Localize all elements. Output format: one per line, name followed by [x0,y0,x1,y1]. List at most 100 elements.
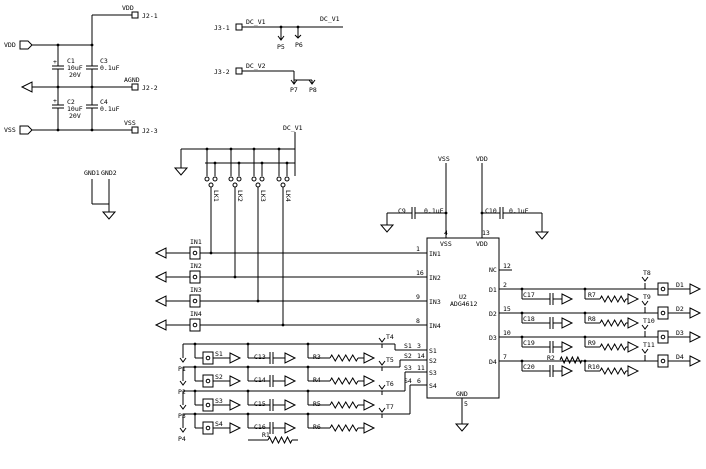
j2-2-pin [131,83,139,91]
u2-label: U2 [459,293,467,301]
drain-connector [657,354,669,368]
ic-pin-num: 1 [416,245,420,253]
ic-gnd-pin-name: GND [456,390,468,398]
ic-pin-num: 2 [503,281,507,289]
drain-arrow [689,331,702,343]
ic-vss-pin-num: 4 [444,229,448,237]
src-connector-pin [205,355,211,361]
ic-vss-pin-name: VSS [440,240,452,248]
tp-symbol [378,384,386,390]
ic-pin-name: IN3 [429,298,441,306]
res-gnd-arrow [627,365,640,377]
ic-pin-name: D4 [489,358,497,366]
drain-connector [657,282,669,296]
tp-label: T10 [643,317,655,325]
drain-connector [657,330,669,344]
res-label: R10 [588,363,600,371]
c1-polarity: + [53,58,57,66]
tp-symbol [378,360,386,366]
in-label: IN3 [190,286,202,294]
drain-arrow [689,307,702,319]
ic-pin-num: 10 [503,329,511,337]
drain-connector-pin [660,358,666,364]
ic-gnd-pin-num: 5 [464,400,468,408]
u2-body [426,237,500,399]
in-connector [189,294,201,308]
ic-pin-name: S4 [429,382,437,390]
c9-label: C9 [398,207,406,215]
src-bus-label: S3 [404,364,412,372]
r1-symbol [267,435,293,445]
p5-label: P5 [277,43,285,51]
link-pin [212,176,218,182]
drain-connector-pin [660,310,666,316]
link-pin [284,176,290,182]
c10-gnd-symbol [534,231,550,240]
cap-gnd-arrow [561,365,574,377]
cap-gnd-arrow [561,293,574,305]
src-label: S4 [215,420,223,428]
tp-label: T8 [643,269,651,277]
res-label: R9 [588,339,596,347]
src-connector [202,421,214,435]
src-arrow [229,375,242,387]
res-gnd-arrow [627,341,640,353]
cap-label: C14 [254,376,266,384]
p8-probe [308,79,316,85]
r1-label: R1 [262,431,270,439]
link-label: LK2 [236,190,244,202]
ic-pin-num: 15 [503,305,511,313]
src-connector-pin [205,425,211,431]
res-gnd-arrow [363,399,376,411]
src-arrow [229,352,242,364]
gnd-symbol [101,211,117,220]
vss-port [19,125,33,135]
src-bus-label: S1 [404,342,412,350]
vss-port-label: VSS [4,126,16,134]
ic-pin-name: IN4 [429,322,441,330]
tp-symbol [641,276,649,282]
j2-1-net-label: VDD [122,4,134,12]
ic-pin-name: D3 [489,334,497,342]
in-label: IN2 [190,262,202,270]
j2-1-label: J2-1 [142,12,158,20]
tp-label: T7 [386,403,394,411]
src-arrow [229,399,242,411]
tp-symbol [378,337,386,343]
res-label: R4 [313,376,321,384]
link-label: LK1 [212,190,220,202]
res-label: R3 [313,353,321,361]
ic-pin-num: 6 [417,377,421,385]
ic-vdd-pin-name: VDD [476,240,488,248]
drain-connector [657,306,669,320]
link-pin [232,182,238,188]
in-arrow [154,319,167,331]
ic-pin-num: 11 [417,364,425,372]
u2-part-label: ADG4612 [450,300,477,308]
ic-pin-num: 7 [503,353,507,361]
vdd-port-label: VDD [4,41,16,49]
probe-symbol [179,404,187,410]
ic-pin-num: 16 [416,269,424,277]
c9-gnd-symbol [379,224,395,233]
c2-voltage: 20V [69,112,81,120]
link-gnd-symbol [173,167,189,176]
link-label: LK4 [284,190,292,202]
ic-pin-num: 9 [416,293,420,301]
res-symbol [599,318,627,328]
link-pin [236,176,242,182]
j3-2-pin [235,67,243,75]
in-arrow [154,295,167,307]
dc-v1-label: DC_V1 [246,18,266,26]
ic-pin-name: IN1 [429,250,441,258]
j2-1-pin [131,11,139,19]
ic-vss-net-label: VSS [438,155,450,163]
ic-gnd-symbol [454,423,470,432]
link-pin [208,182,214,188]
ic-pin-name: S2 [429,357,437,365]
p7-probe [290,79,298,85]
src-label: S3 [215,397,223,405]
j2-3-pin [131,126,139,134]
